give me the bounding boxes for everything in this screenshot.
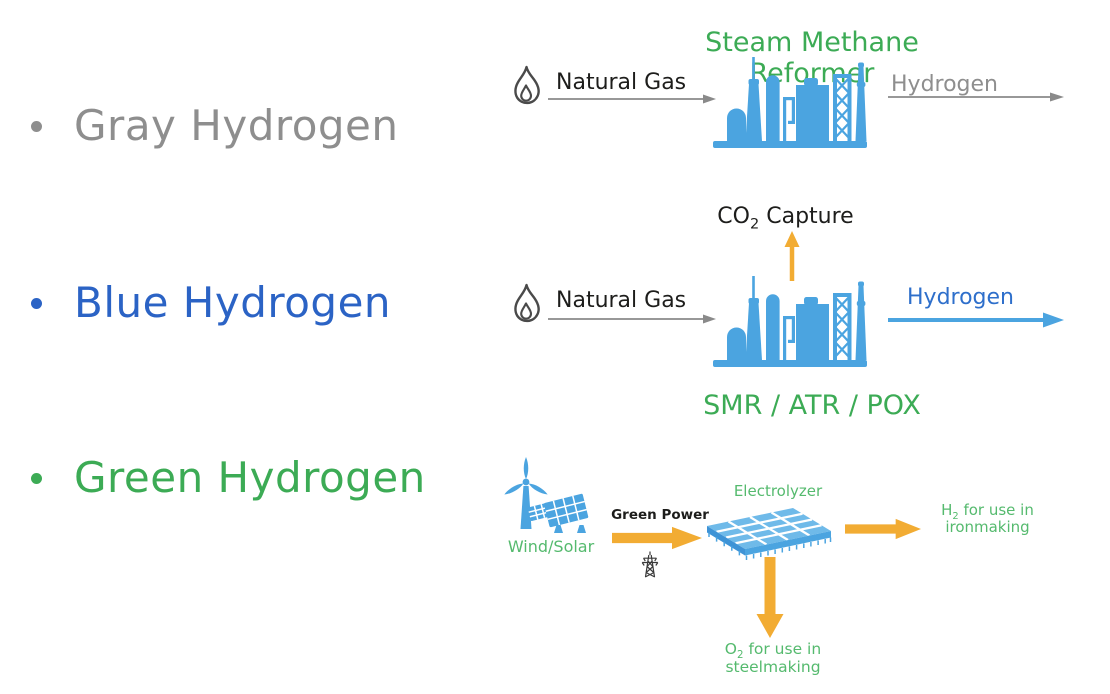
natural-gas-label: Natural Gas [556,288,687,313]
h2-output-line1: H2 for use in [941,501,1034,522]
o2-output-line2: steelmaking [725,657,821,676]
wind-solar-label: Wind/Solar [507,537,595,556]
electrolyzer-label: Electrolyzer [733,482,823,500]
flow-arrow-icon [548,94,716,104]
bullet-gray-hydrogen: Gray Hydrogen [74,101,399,150]
bullet-blue-hydrogen: Blue Hydrogen [74,278,392,327]
refinery-icon [713,57,867,149]
h2-output-line2: ironmaking [945,518,1030,536]
bullet-dot [31,473,42,484]
bullet-dot [31,121,42,132]
smr-title: Steam Methane Reformer [705,27,919,90]
co2-capture-label: CO2 Capture [717,204,854,233]
h2-output-arrow-icon [845,518,921,540]
bullet-green-hydrogen: Green Hydrogen [74,453,426,502]
o2-output-line1: O2 for use in [724,640,822,662]
hydrogen-arrow-icon [888,312,1064,328]
flow-arrow-icon [548,314,716,324]
flow-arrow-icon [888,92,1064,102]
natural-gas-label: Natural Gas [556,70,687,95]
natural-gas-flame-icon [509,64,543,118]
natural-gas-flame-icon [509,282,543,336]
co2-up-arrow-icon [784,231,800,281]
bullet-dot [31,298,42,309]
wind-turbine-solar-icon [504,457,589,533]
green-power-label: Green Power [611,507,709,523]
green-power-arrow-icon [612,526,702,550]
h2-output-label: H2 for use in ironmaking [915,502,1060,536]
smr-atr-pox-label: SMR / ATR / POX [703,390,921,421]
o2-output-label: O2 for use in steelmaking [698,640,848,676]
electrolyzer-icon [707,508,832,560]
o2-output-arrow-icon [756,557,784,638]
hydrogen-output-label: Hydrogen [907,285,1014,310]
hydrogen-output-label: Hydrogen [891,72,998,97]
transmission-tower-icon [639,550,661,578]
refinery-icon [713,276,867,368]
